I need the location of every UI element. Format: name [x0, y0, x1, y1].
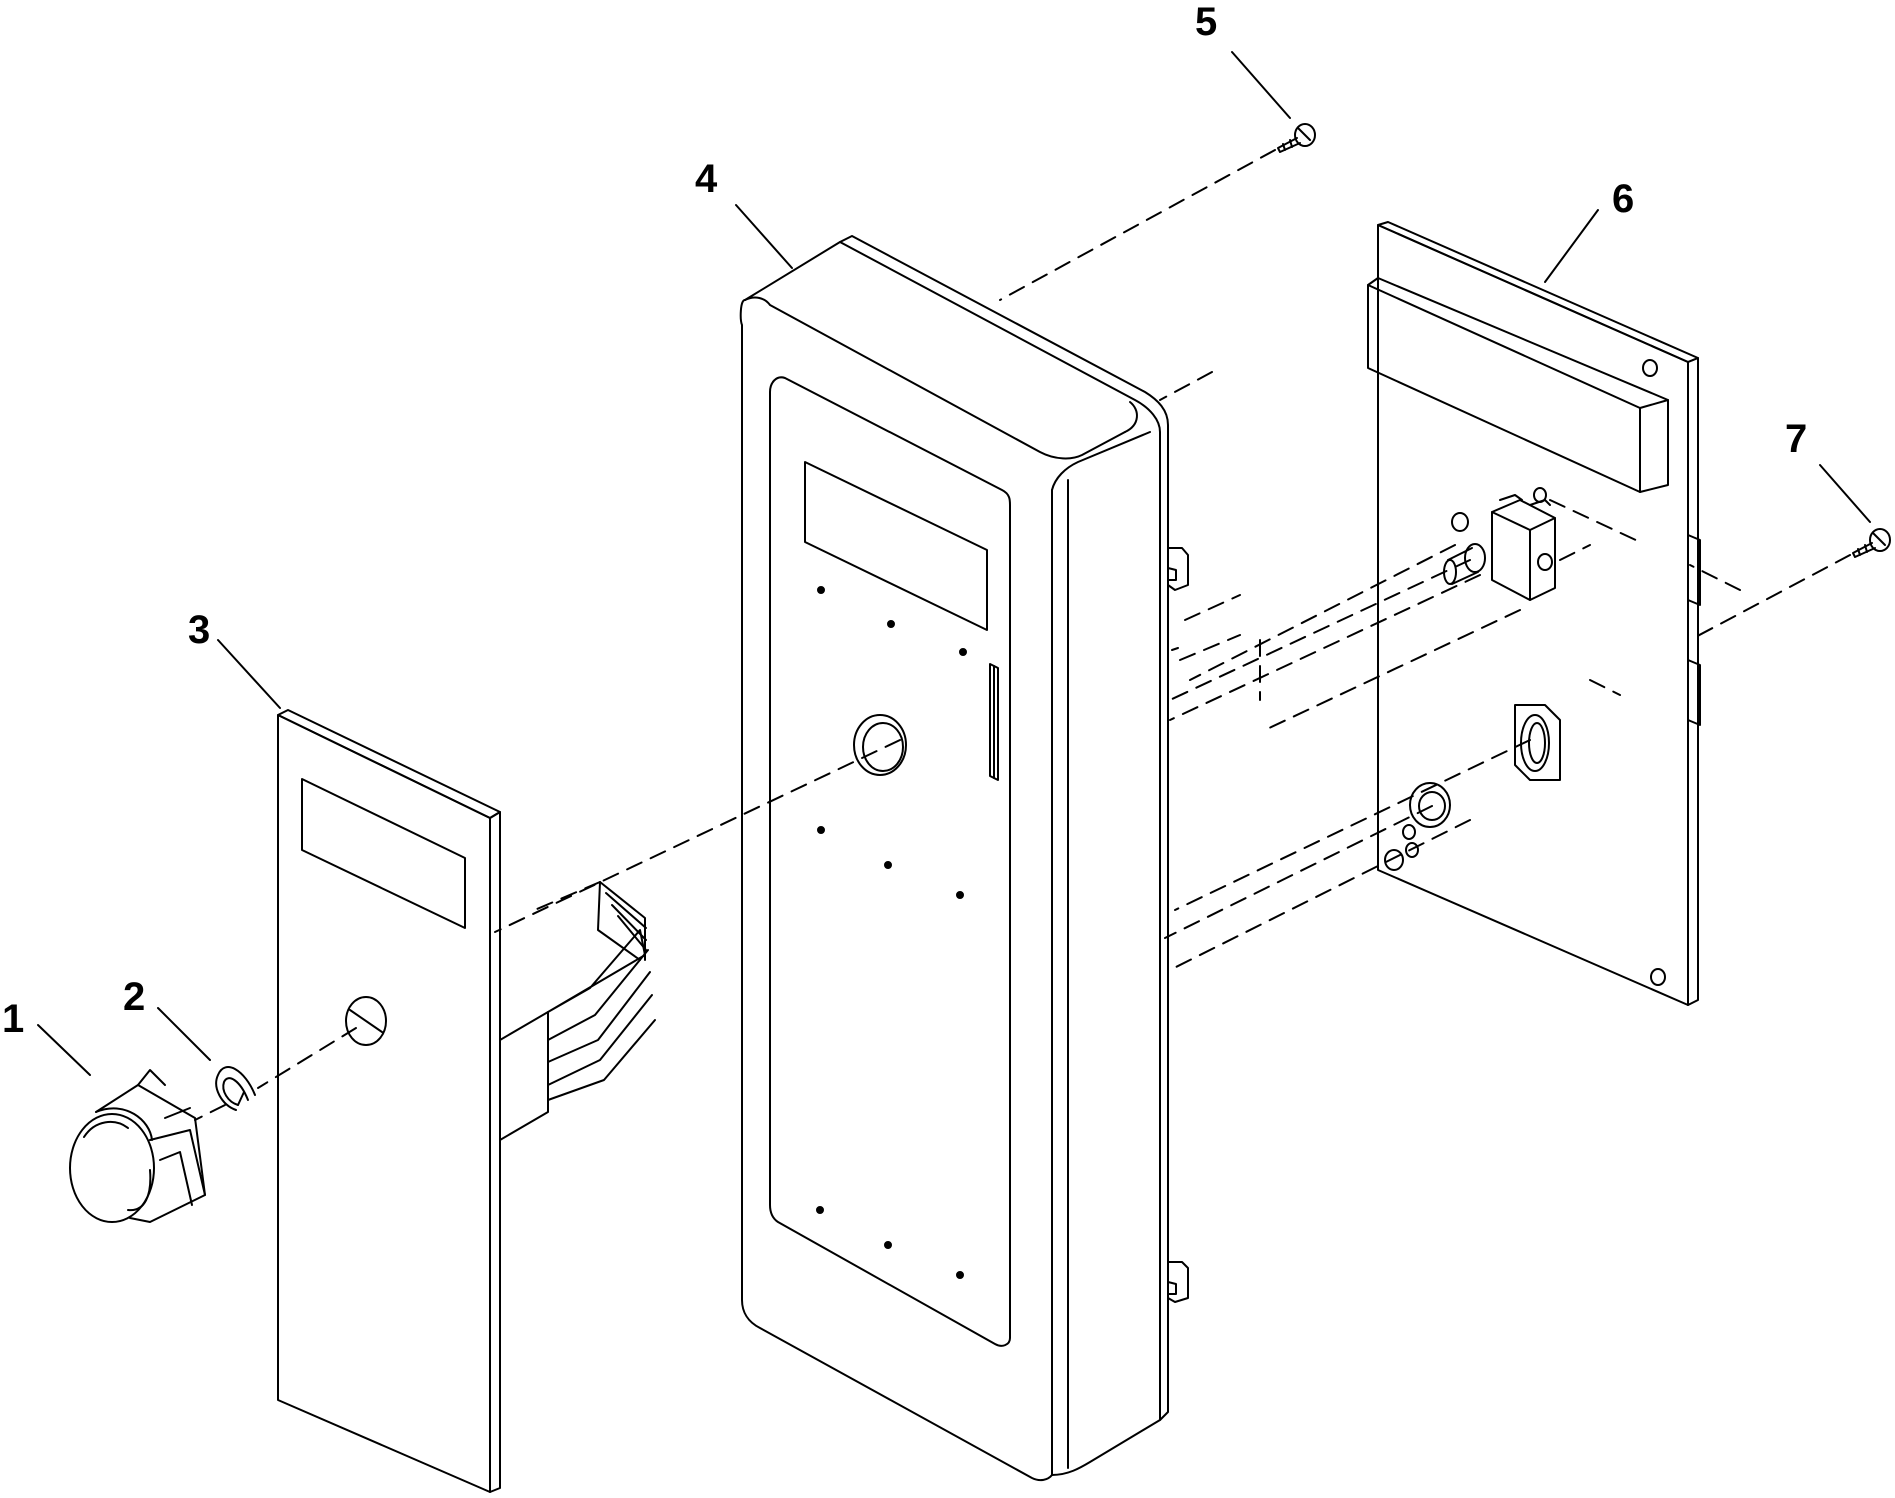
oval-connector — [1515, 705, 1560, 780]
panel-knob-hole — [346, 997, 386, 1045]
part-7-screw — [1853, 529, 1890, 557]
ribbon-cable — [500, 882, 655, 1140]
callout-5: 5 — [1195, 0, 1217, 44]
housing-display-window — [805, 462, 987, 630]
callout-7: 7 — [1785, 417, 1807, 461]
callout-6: 6 — [1612, 177, 1634, 221]
rotary-encoder — [1444, 495, 1555, 600]
part-2-clip — [216, 1067, 255, 1110]
part-3-membrane-panel — [278, 710, 655, 1492]
callout-1: 1 — [2, 997, 24, 1041]
callout-4: 4 — [695, 157, 718, 201]
part-6-control-board — [1368, 222, 1700, 1005]
panel-display-window — [302, 779, 465, 928]
callout-2: 2 — [123, 975, 145, 1019]
callout-labels: 1 2 3 4 5 6 7 — [2, 0, 1807, 1041]
callout-3: 3 — [188, 608, 210, 652]
part-5-screw — [1278, 124, 1315, 152]
part-4-control-housing — [741, 236, 1188, 1480]
assembly-lines — [194, 149, 1851, 1121]
part-1-knob — [70, 1070, 205, 1222]
leader-lines — [37, 51, 1871, 1076]
ring-connector — [1410, 783, 1450, 827]
